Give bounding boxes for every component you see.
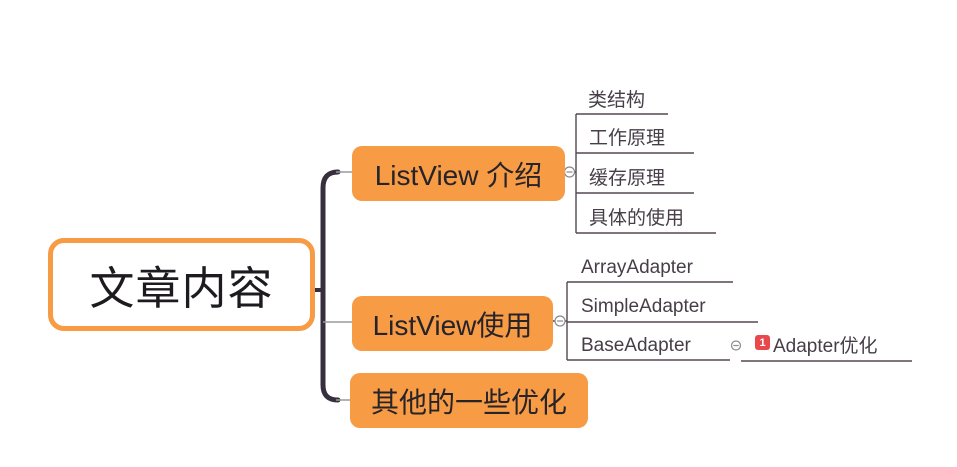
subtopic-array-adapter[interactable]: ArrayAdapter [581, 257, 693, 278]
branch-topic-listview-usage[interactable]: ListView使用 [352, 296, 553, 351]
subtopic-base-adapter[interactable]: BaseAdapter [581, 335, 691, 356]
subtopic-class-structure[interactable]: 类结构 [588, 90, 646, 111]
subtopic-adapter-optimization[interactable]: Adapter优化 [773, 336, 878, 357]
collapse-toggle-icon[interactable] [563, 166, 576, 178]
topic-connector-lines [323, 171, 352, 401]
branch-topic-other-optimizations[interactable]: 其他的一些优化 [350, 373, 588, 428]
priority-1-badge-icon[interactable]: 1 [755, 335, 770, 350]
collapse-toggle-icon[interactable] [730, 340, 742, 351]
subtopic-concrete-usage[interactable]: 具体的使用 [589, 208, 685, 229]
branch-topic-listview-intro[interactable]: ListView 介绍 [352, 146, 565, 201]
root-topic[interactable]: 文章内容 [48, 238, 315, 331]
subtopic-working-principle[interactable]: 工作原理 [589, 128, 666, 149]
subtopic-simple-adapter[interactable]: SimpleAdapter [581, 296, 706, 317]
collapse-toggle-icon[interactable] [554, 315, 566, 327]
subtopic-cache-principle[interactable]: 缓存原理 [589, 168, 666, 189]
main-trunk-line [320, 169, 341, 403]
